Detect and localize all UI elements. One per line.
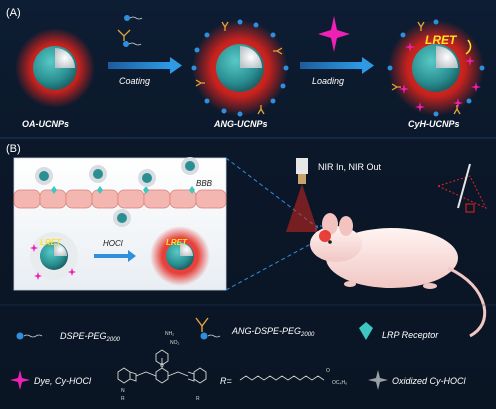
legend-dye-icon xyxy=(10,370,30,390)
chain-ester: OC₄H₉ xyxy=(332,380,347,386)
legend-dspe-peg: DSPE-PEG2000 xyxy=(60,331,121,343)
panel-a-label: (A) xyxy=(6,7,21,19)
loading-arrow xyxy=(300,57,374,74)
injection-inset-icon xyxy=(436,163,488,213)
chain-o: O xyxy=(326,368,330,374)
r-equals-label: R= xyxy=(220,376,232,386)
nir-label: NIR In, NIR Out xyxy=(318,162,382,172)
struct-o: O xyxy=(160,363,164,369)
oa-ucnp-particle xyxy=(15,28,95,108)
lret-label-a: LRET xyxy=(425,33,458,47)
dspe-peg-reagent-icon xyxy=(124,15,143,21)
hocl-arrow xyxy=(94,254,128,258)
nir-laser-icon xyxy=(286,158,318,232)
zoom-line-bottom xyxy=(225,239,319,291)
bbb-diagram-box: BBB LRET HOCl LRET xyxy=(13,157,227,291)
zoom-line-top xyxy=(225,157,319,229)
coating-arrow xyxy=(108,57,182,74)
struct-n: N xyxy=(121,388,125,394)
ang-ucnp-particle xyxy=(191,19,289,117)
stage2-label: ANG-UCNPs xyxy=(213,119,268,129)
lret-arrow-icon xyxy=(465,39,472,55)
lret-label-b-right: LRET xyxy=(166,238,188,247)
panel-b-label: (B) xyxy=(6,143,21,155)
legend-lrp-receptor-icon xyxy=(359,322,373,340)
struct-r2: R xyxy=(196,396,200,402)
legend-ang-dspe-peg-icon xyxy=(195,317,221,340)
stage1-label: OA-UCNPs xyxy=(22,119,69,129)
coating-label: Coating xyxy=(119,76,150,86)
hocl-label: HOCl xyxy=(103,239,123,248)
legend-oxidized-icon xyxy=(368,370,388,390)
dye-reagent-icon xyxy=(318,16,350,52)
struct-no2: NO₂ xyxy=(170,340,180,346)
cy-hocl-structure xyxy=(117,349,207,384)
legend-dye: Dye, Cy-HOCl xyxy=(34,376,92,386)
loading-label: Loading xyxy=(312,76,344,86)
struct-nh2: NH₂ xyxy=(165,331,174,337)
cyh-ucnp-particle xyxy=(387,19,485,117)
ang-dspe-peg-reagent-icon xyxy=(117,29,142,47)
bbb-label: BBB xyxy=(196,179,213,188)
legend-dspe-peg-icon xyxy=(16,332,43,340)
hocl-arrow-head xyxy=(128,250,136,262)
legend-lrp-receptor: LRP Receptor xyxy=(382,330,439,340)
lret-label-b-left: LRET xyxy=(40,238,62,247)
legend-ang-dspe-peg: ANG-DSPE-PEG2000 xyxy=(231,326,315,338)
alkyl-chain xyxy=(239,375,325,381)
stage3-label: CyH-UCNPs xyxy=(408,119,460,129)
legend-oxidized: Oxidized Cy-HOCl xyxy=(392,376,467,386)
mouse-illustration xyxy=(310,213,487,338)
struct-r1: R xyxy=(121,396,125,402)
